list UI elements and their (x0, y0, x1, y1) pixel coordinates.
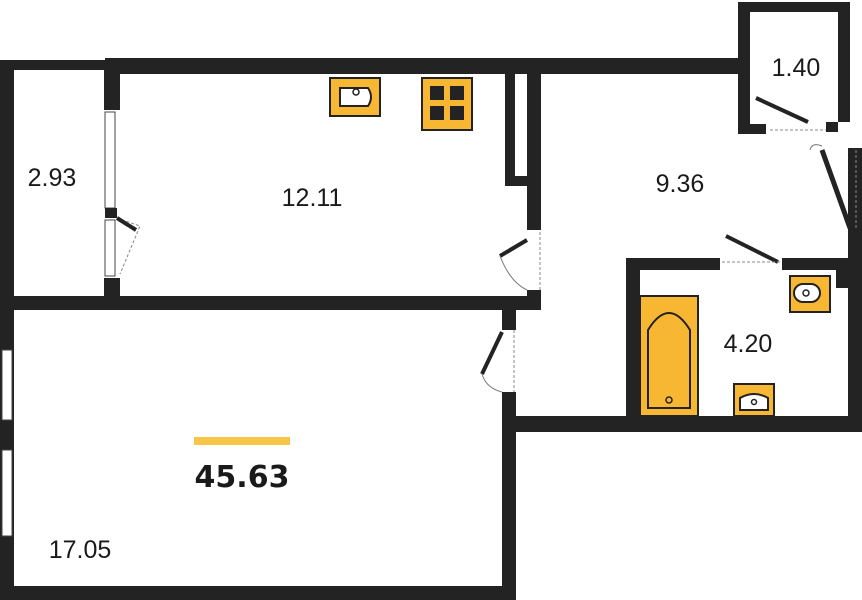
stove-icon (421, 77, 473, 131)
bathroom-sink-icon (733, 383, 775, 417)
total-area: 45.63 (195, 460, 290, 495)
room-area-bathroom: 4.20 (724, 330, 773, 358)
room-area-balcony: 2.93 (28, 164, 77, 192)
room-area-hallway: 9.36 (656, 170, 705, 198)
kitchen-sink-icon (329, 77, 381, 117)
total-area-underline (194, 437, 290, 445)
doors (105, 96, 857, 393)
room-area-storage: 1.40 (772, 54, 821, 82)
windows (1, 111, 116, 537)
room-area-kitchen: 12.11 (282, 184, 343, 212)
bathtub-icon (639, 295, 699, 417)
room-area-living-room: 17.05 (49, 536, 112, 564)
toilet-icon (789, 275, 831, 313)
